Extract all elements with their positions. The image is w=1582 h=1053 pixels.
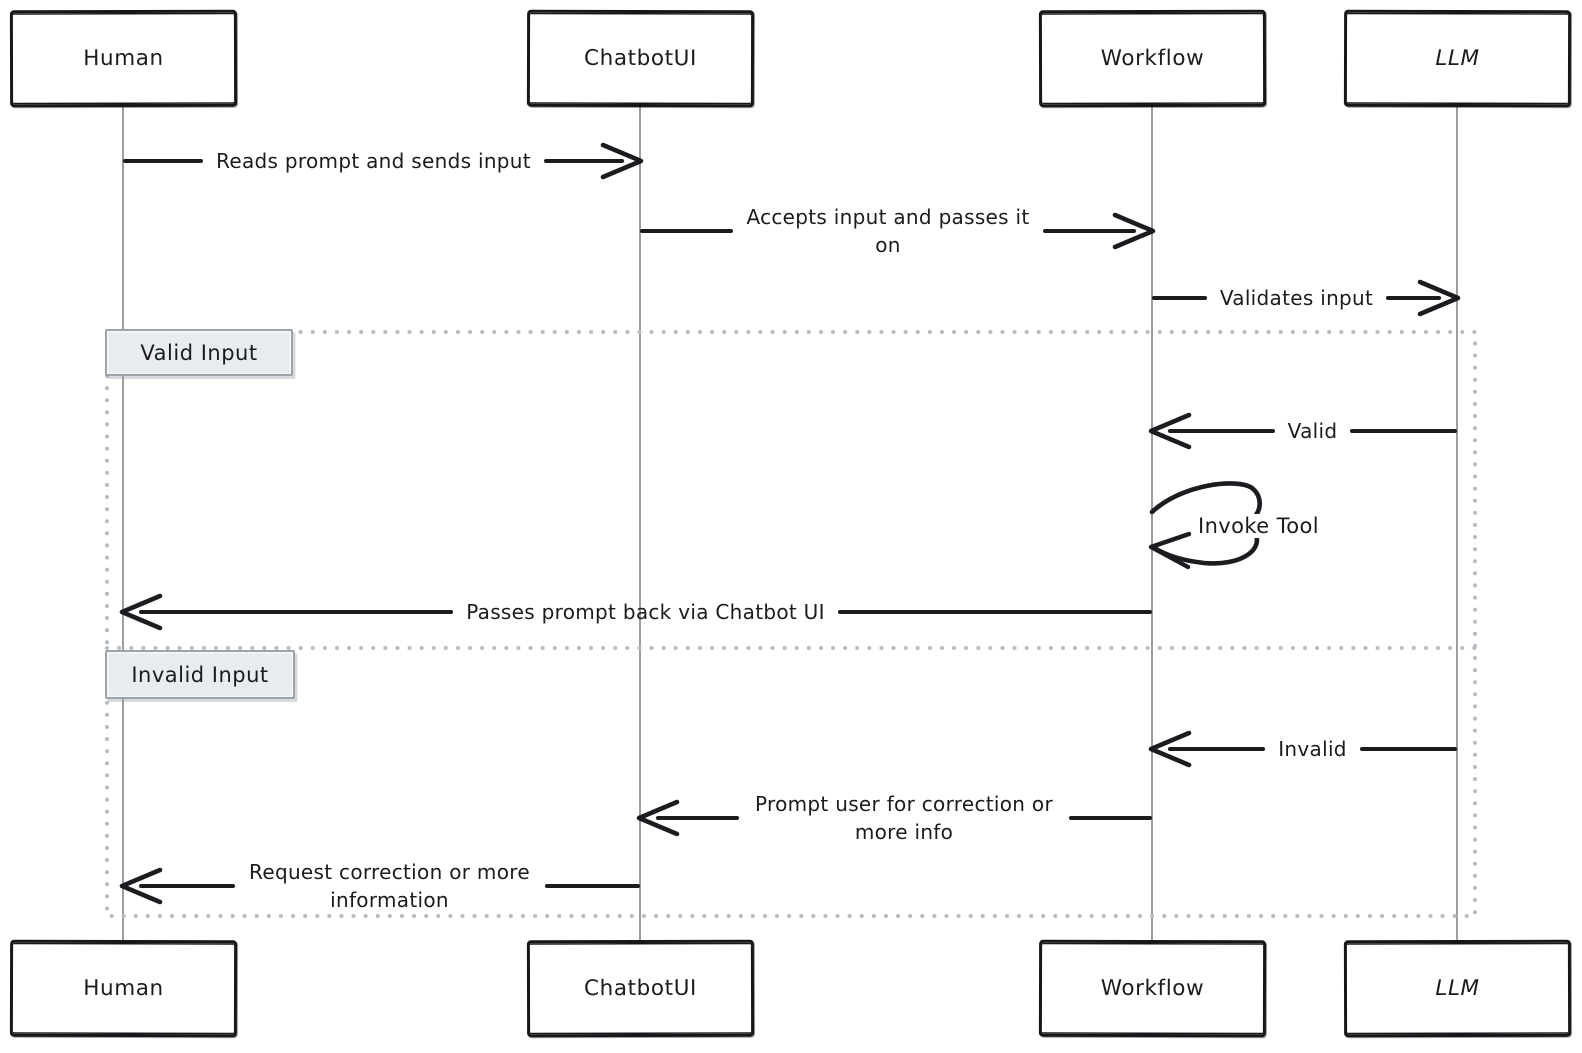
actor-label: Workflow (1100, 45, 1205, 72)
actor-label: ChatbotUI (583, 975, 698, 1002)
self-loop-invoke-tool (1148, 481, 1262, 570)
message-label: Invalid (1278, 737, 1347, 761)
message-validates-input: Validates input (1152, 258, 1461, 338)
arrow-left-icon (119, 867, 163, 905)
arrow-left-icon (119, 593, 163, 631)
actor-top-human: Human (9, 9, 238, 108)
message-line (656, 816, 739, 820)
message-line (139, 610, 454, 614)
message-line (123, 159, 204, 163)
arrow-left-icon (1148, 412, 1192, 450)
message-line (1350, 429, 1458, 433)
message-reads-prompt: Reads prompt and sends input (123, 121, 644, 201)
actor-bottom-chatbotui: ChatbotUI (526, 939, 755, 1038)
message-label: Passes prompt back via Chatbot UI (466, 600, 825, 624)
message-line (1359, 747, 1458, 751)
actor-top-llm: LLM (1343, 9, 1572, 108)
message-label: Request correction or more information (249, 860, 530, 912)
message-prompt-user-correction: Prompt user for correction or more info (636, 778, 1152, 858)
message-line (1168, 429, 1275, 433)
message-label: Invoke Tool (1192, 514, 1325, 538)
message-line (1152, 296, 1207, 300)
frame-label-valid-input-text: Valid Input (140, 340, 258, 365)
message-line (1168, 747, 1266, 751)
message-label: Reads prompt and sends input (216, 149, 531, 173)
message-passes-prompt-back: Passes prompt back via Chatbot UI (119, 572, 1153, 652)
actor-bottom-llm: LLM (1343, 939, 1572, 1038)
arrow-right-icon (1112, 212, 1156, 250)
message-line (1069, 816, 1152, 820)
arrow-left-icon (636, 799, 680, 837)
message-label: Validates input (1219, 286, 1374, 310)
arrow-left-icon (1148, 531, 1192, 570)
message-line (640, 229, 733, 233)
message-label: Prompt user for correction or more info (755, 792, 1053, 844)
message-line (1386, 296, 1442, 300)
message-line (543, 159, 625, 163)
message-request-correction: Request correction or more information (119, 846, 640, 926)
message-valid: Valid (1148, 391, 1458, 471)
actor-label: LLM (1435, 45, 1480, 72)
actor-top-workflow: Workflow (1038, 9, 1267, 108)
actor-top-chatbotui: ChatbotUI (526, 9, 755, 108)
actor-label: Workflow (1100, 975, 1205, 1002)
actor-label: LLM (1435, 975, 1480, 1002)
actor-label: Human (83, 975, 164, 1002)
lifeline-chatbotui (639, 107, 641, 940)
lifeline-workflow (1151, 107, 1153, 940)
message-line (139, 884, 235, 888)
actor-bottom-workflow: Workflow (1038, 939, 1267, 1038)
frame-label-invalid-input-text: Invalid Input (131, 662, 269, 687)
message-invalid: Invalid (1148, 709, 1458, 789)
message-label: Accepts input and passes it on (746, 205, 1030, 257)
frame-label-valid-input: Valid Input (105, 329, 293, 376)
arrow-right-icon (600, 142, 644, 180)
arrow-right-icon (1417, 279, 1461, 317)
actor-label: Human (83, 45, 164, 72)
message-line (837, 610, 1153, 614)
actor-label: ChatbotUI (583, 45, 698, 72)
frame-label-invalid-input: Invalid Input (105, 650, 295, 699)
message-accepts-input: Accepts input and passes it on (640, 191, 1156, 271)
actor-bottom-human: Human (9, 939, 238, 1038)
message-label: Valid (1287, 419, 1338, 443)
message-line (1043, 229, 1136, 233)
lifeline-human (122, 107, 124, 940)
lifeline-llm (1456, 107, 1458, 940)
arrow-left-icon (1148, 730, 1192, 768)
message-line (544, 884, 640, 888)
